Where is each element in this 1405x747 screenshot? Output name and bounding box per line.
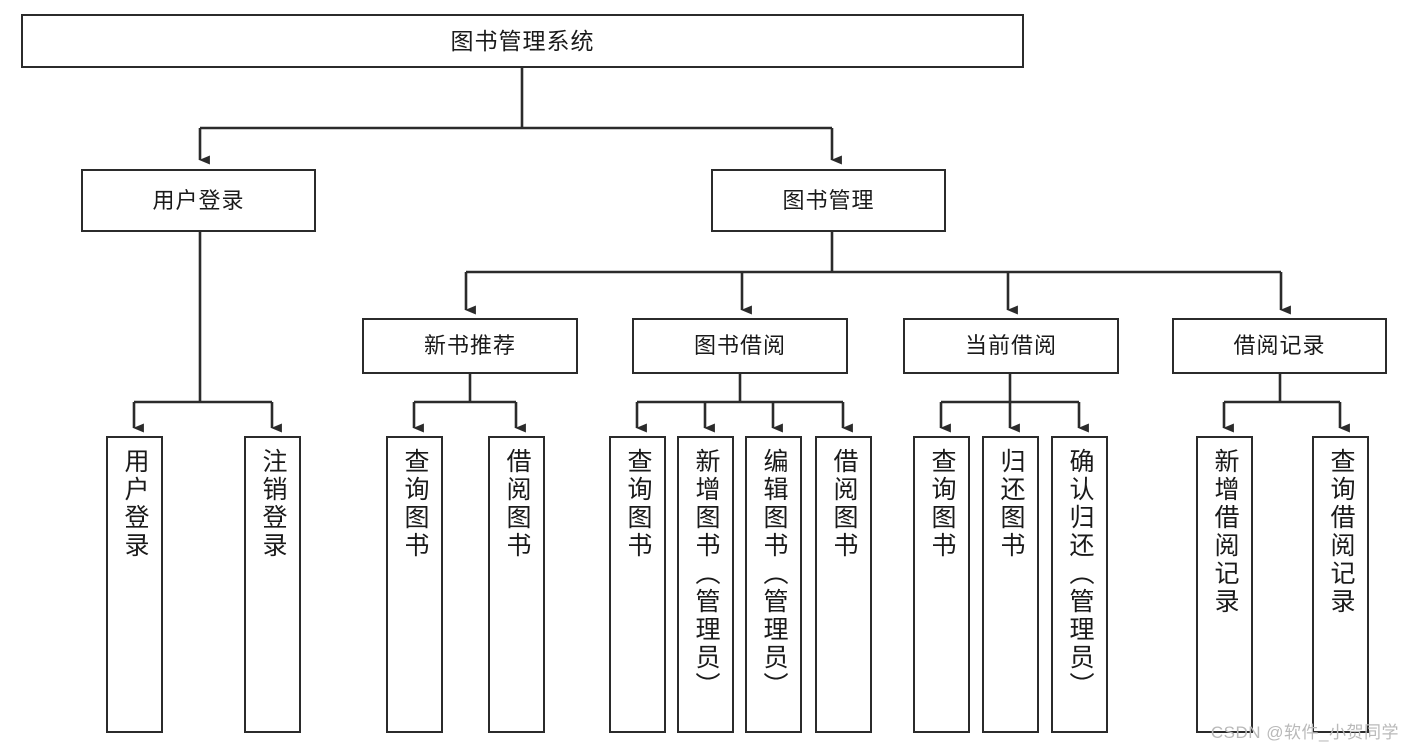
leaf-current-query-book[interactable]: 查询图书 (913, 436, 970, 733)
node-borrow-record[interactable]: 借阅记录 (1172, 318, 1387, 374)
node-label: 注销登录 (259, 448, 287, 560)
node-label: 新增图书（管理员） (692, 448, 720, 700)
leaf-current-return-book[interactable]: 归还图书 (982, 436, 1039, 733)
leaf-current-confirm-return-admin[interactable]: 确认归还（管理员） (1051, 436, 1108, 733)
leaf-borrow-edit-book-admin[interactable]: 编辑图书（管理员） (745, 436, 802, 733)
node-label: 确认归还（管理员） (1066, 448, 1094, 700)
node-label: 借阅记录 (1233, 333, 1326, 359)
node-label: 借阅图书 (830, 448, 858, 560)
node-label: 借阅图书 (503, 448, 531, 560)
node-label: 新增借阅记录 (1211, 448, 1239, 616)
node-label: 查询借阅记录 (1327, 448, 1355, 616)
leaf-borrow-query-book[interactable]: 查询图书 (609, 436, 666, 733)
leaf-user-login-logout[interactable]: 注销登录 (244, 436, 301, 733)
node-user-login[interactable]: 用户登录 (81, 169, 316, 232)
node-label: 用户登录 (121, 448, 149, 560)
node-label: 查询图书 (624, 448, 652, 560)
node-label: 图书管理系统 (450, 27, 595, 54)
leaf-user-login-login[interactable]: 用户登录 (106, 436, 163, 733)
leaf-record-add-record[interactable]: 新增借阅记录 (1196, 436, 1253, 733)
node-root-system[interactable]: 图书管理系统 (21, 14, 1024, 68)
node-label: 归还图书 (997, 448, 1025, 560)
leaf-borrow-add-book-admin[interactable]: 新增图书（管理员） (677, 436, 734, 733)
leaf-borrow-borrow-book[interactable]: 借阅图书 (815, 436, 872, 733)
leaf-recommend-borrow-book[interactable]: 借阅图书 (488, 436, 545, 733)
leaf-record-query-record[interactable]: 查询借阅记录 (1312, 436, 1369, 733)
node-label: 编辑图书（管理员） (760, 448, 788, 700)
node-book-borrow[interactable]: 图书借阅 (632, 318, 848, 374)
node-current-borrow[interactable]: 当前借阅 (903, 318, 1119, 374)
node-label: 新书推荐 (423, 333, 516, 359)
node-book-management[interactable]: 图书管理 (711, 169, 946, 232)
leaf-recommend-query-book[interactable]: 查询图书 (386, 436, 443, 733)
node-new-book-recommend[interactable]: 新书推荐 (362, 318, 578, 374)
node-label: 当前借阅 (964, 333, 1057, 359)
node-label: 用户登录 (152, 187, 245, 213)
node-label: 图书借阅 (693, 333, 786, 359)
node-label: 查询图书 (401, 448, 429, 560)
node-label: 查询图书 (928, 448, 956, 560)
node-label: 图书管理 (782, 187, 875, 213)
